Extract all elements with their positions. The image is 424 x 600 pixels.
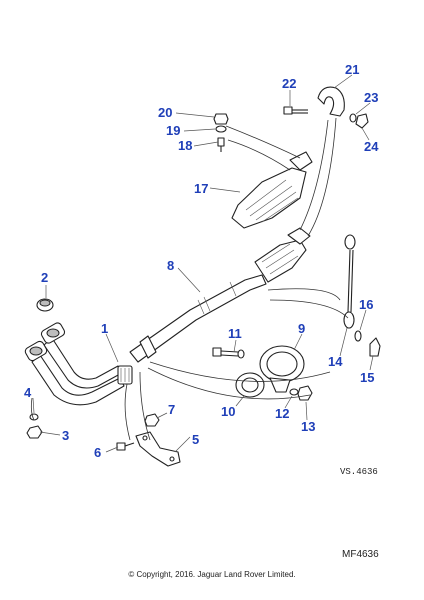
callout-4: 4 [24,385,32,400]
callout-13: 13 [301,419,315,434]
callout-14: 14 [328,354,343,369]
part-7-nut [144,413,160,427]
callout-3: 3 [62,428,69,443]
part-16-clip [354,330,362,342]
callout-21: 21 [345,62,359,77]
leader-lines [32,74,374,453]
part-14-hanger [343,234,356,329]
callout-6: 6 [94,445,101,460]
part-5-bracket [135,431,181,467]
callout-2: 2 [41,270,48,285]
part-19-washer [215,125,227,133]
part-8-intermediate-pipe [129,274,267,363]
callout-17: 17 [194,181,208,196]
callout-23: 23 [364,90,378,105]
callout-12: 12 [275,406,289,421]
callout-numbers: 1 2 3 4 5 6 7 8 9 10 11 12 13 14 15 16 1… [24,62,379,460]
catalytic-converter [254,227,311,283]
callout-11: 11 [228,326,242,341]
drawing-code: VS.4636 [340,467,378,477]
part-2-gasket [36,298,54,312]
part-11-bolt [212,347,245,359]
callout-10: 10 [221,404,235,419]
part-3-nut [26,425,43,439]
part-10-sealing-ring [235,372,265,398]
part-1-front-pipe [24,322,133,406]
part-15-bracket [369,337,381,357]
callout-24: 24 [364,139,379,154]
assembly-guide-lines [30,117,349,441]
part-21-clamp [317,86,345,117]
part-18-bolt [217,137,225,152]
callout-18: 18 [178,138,192,153]
copyright-notice: © Copyright, 2016. Jaguar Land Rover Lim… [128,570,295,579]
callout-7: 7 [168,402,175,417]
part-23-washer [349,113,357,123]
callout-19: 19 [166,123,180,138]
callout-5: 5 [192,432,199,447]
callout-16: 16 [359,297,373,312]
figure-id: MF4636 [342,549,379,560]
callout-8: 8 [167,258,174,273]
callout-9: 9 [298,321,305,336]
part-12-washer [289,388,299,396]
callout-15: 15 [360,370,374,385]
part-6-bolt [116,442,135,451]
part-17-heat-shield [231,151,313,229]
part-13-nut [297,385,313,401]
callout-20: 20 [158,105,172,120]
part-drawings [24,86,381,467]
part-22-bolt [283,106,308,115]
part-20-nut [213,113,229,125]
part-9-clamp [259,345,305,393]
callout-1: 1 [101,321,108,336]
part-24-nut [355,113,369,129]
callout-22: 22 [282,76,296,91]
